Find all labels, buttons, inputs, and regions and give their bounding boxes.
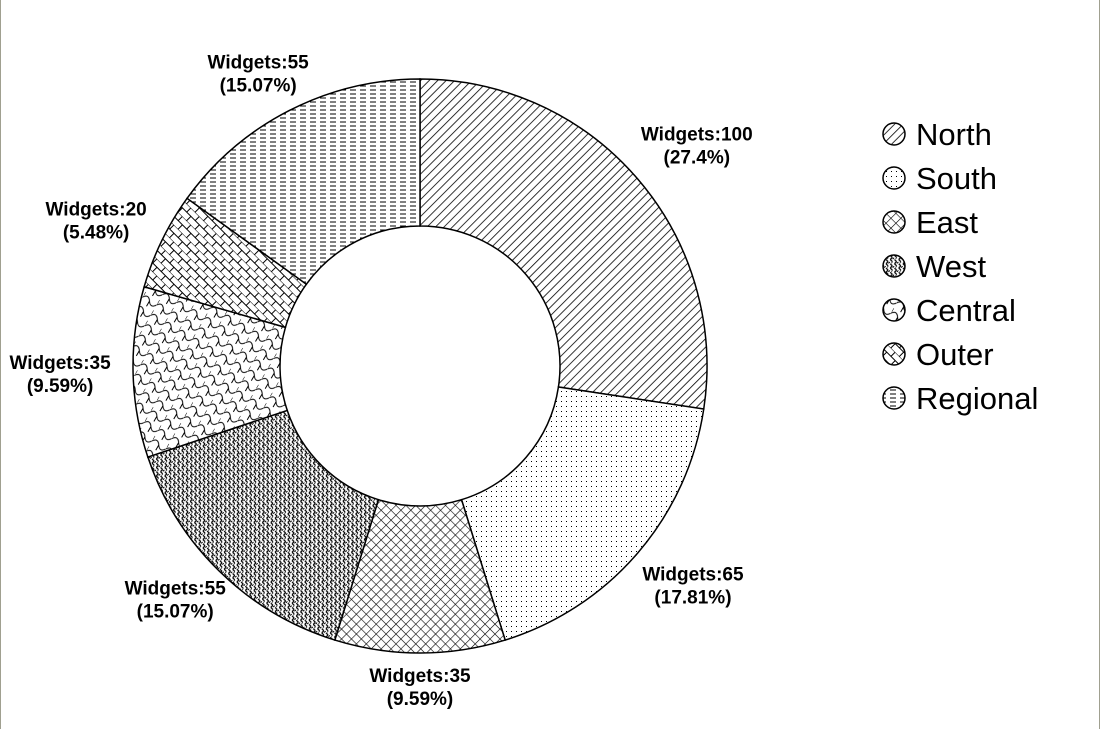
legend-item-north[interactable]: North	[882, 117, 992, 152]
legend-swatch-icon	[882, 342, 906, 366]
legend-label: West	[916, 249, 986, 284]
legend-swatch-icon	[882, 386, 906, 410]
legend-item-outer[interactable]: Outer	[882, 337, 994, 372]
legend-swatch-icon	[882, 166, 906, 190]
legend-swatch-icon	[882, 254, 906, 278]
data-label-percent: (27.4%)	[664, 147, 731, 168]
data-label-value: Widgets:35	[369, 666, 471, 687]
data-label-value: Widgets:35	[9, 353, 111, 374]
slice-south[interactable]	[460, 386, 705, 642]
data-label-percent: (5.48%)	[63, 223, 130, 244]
legend-item-regional[interactable]: Regional	[882, 381, 1038, 416]
data-label-value: Widgets:55	[125, 578, 227, 599]
legend-item-west[interactable]: West	[882, 249, 986, 284]
data-label-percent: (15.07%)	[137, 601, 214, 622]
data-label-percent: (17.81%)	[654, 587, 731, 608]
slice-west[interactable]	[146, 409, 380, 642]
data-label-value: Widgets:100	[641, 124, 753, 145]
legend-item-south[interactable]: South	[882, 161, 997, 196]
legend-label: Outer	[916, 337, 994, 372]
data-label: Widgets:20(5.48%)	[46, 200, 147, 244]
legend-swatch-icon	[882, 210, 906, 234]
data-label-percent: (15.07%)	[220, 75, 297, 96]
legend-swatch-icon	[882, 298, 906, 322]
data-label: Widgets:55(15.07%)	[125, 578, 227, 622]
slice-north[interactable]	[419, 78, 708, 410]
data-label-percent: (9.59%)	[27, 376, 94, 397]
data-label-value: Widgets:55	[208, 52, 310, 73]
slice-regional[interactable]	[186, 78, 421, 286]
data-label: Widgets:35(9.59%)	[9, 353, 111, 397]
data-label: Widgets:100(27.4%)	[641, 124, 753, 168]
legend-label: Central	[916, 293, 1016, 328]
legend-item-east[interactable]: East	[882, 205, 978, 240]
data-label-percent: (9.59%)	[387, 689, 454, 710]
data-label: Widgets:55(15.07%)	[208, 52, 310, 96]
data-label-value: Widgets:20	[46, 200, 147, 221]
legend-label: Regional	[916, 381, 1038, 416]
legend-swatch-icon	[882, 122, 906, 146]
legend-label: East	[916, 205, 978, 240]
data-label-value: Widgets:65	[642, 564, 744, 585]
data-label: Widgets:35(9.59%)	[369, 666, 471, 710]
data-label: Widgets:65(17.81%)	[642, 564, 744, 608]
legend-label: North	[916, 117, 992, 152]
legend-label: South	[916, 161, 997, 196]
legend-item-central[interactable]: Central	[882, 293, 1016, 328]
